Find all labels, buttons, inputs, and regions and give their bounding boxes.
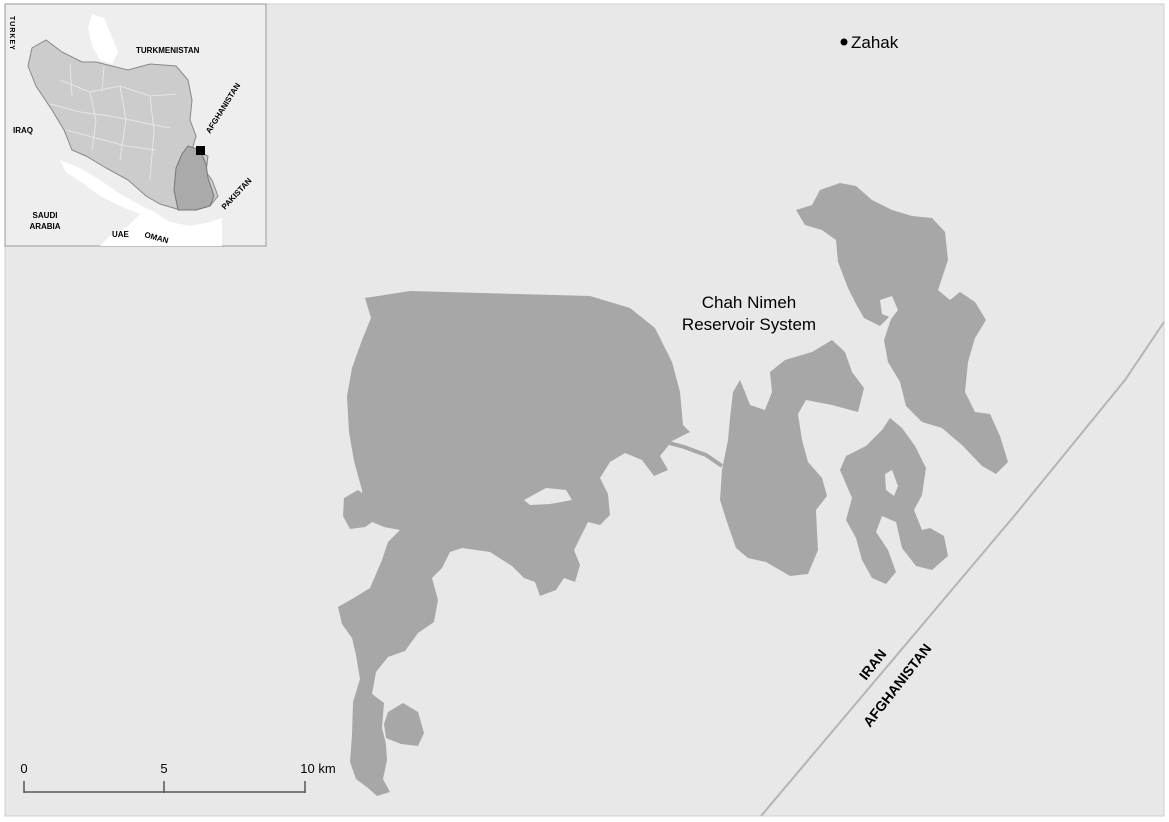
inset-label-saudi-arabia-line2: ARABIA [29,222,60,231]
inset-province-highlight [173,145,215,211]
scale-bar: 0 5 10 km [20,761,336,793]
reservoir-west-lobe [343,490,378,529]
inset-iran-shape [27,39,219,211]
reservoir-south-basin [384,703,424,746]
inset-label-saudi-arabia-line1: SAUDI [33,211,58,220]
reservoir-island [524,488,572,505]
inset-iran-province-lines [49,63,177,181]
reservoir-label-line1: Chah Nimeh [702,293,797,312]
border-line [760,321,1165,817]
reservoir-main [338,291,690,796]
scale-label-5: 5 [160,761,167,776]
inset-map: TURKMENISTAN TURKEY AFGHANISTAN IRAQ PAK… [4,3,267,247]
reservoir-northeast [796,183,1008,474]
scale-label-10: 10 km [300,761,335,776]
inset-persian-gulf [60,160,222,246]
inset-label-uae: UAE [112,230,130,239]
reservoir-southeast-lagoon [885,470,898,496]
inset-label-turkmenistan: TURKMENISTAN [136,46,200,55]
reservoir-channel [661,439,724,468]
reservoir-central [720,340,864,576]
inset-label-turkey: TURKEY [8,16,15,51]
town-label-zahak: Zahak [851,33,899,52]
town-marker-zahak [840,38,848,46]
scale-label-0: 0 [20,761,27,776]
reservoir-label-line2: Reservoir System [682,315,816,334]
inset-label-iraq: IRAQ [13,126,33,135]
inset-caspian-sea [88,14,118,64]
reservoir-northeast-lagoon [880,296,898,318]
reservoir-southeast [840,418,948,584]
inset-locator-square [196,146,205,155]
